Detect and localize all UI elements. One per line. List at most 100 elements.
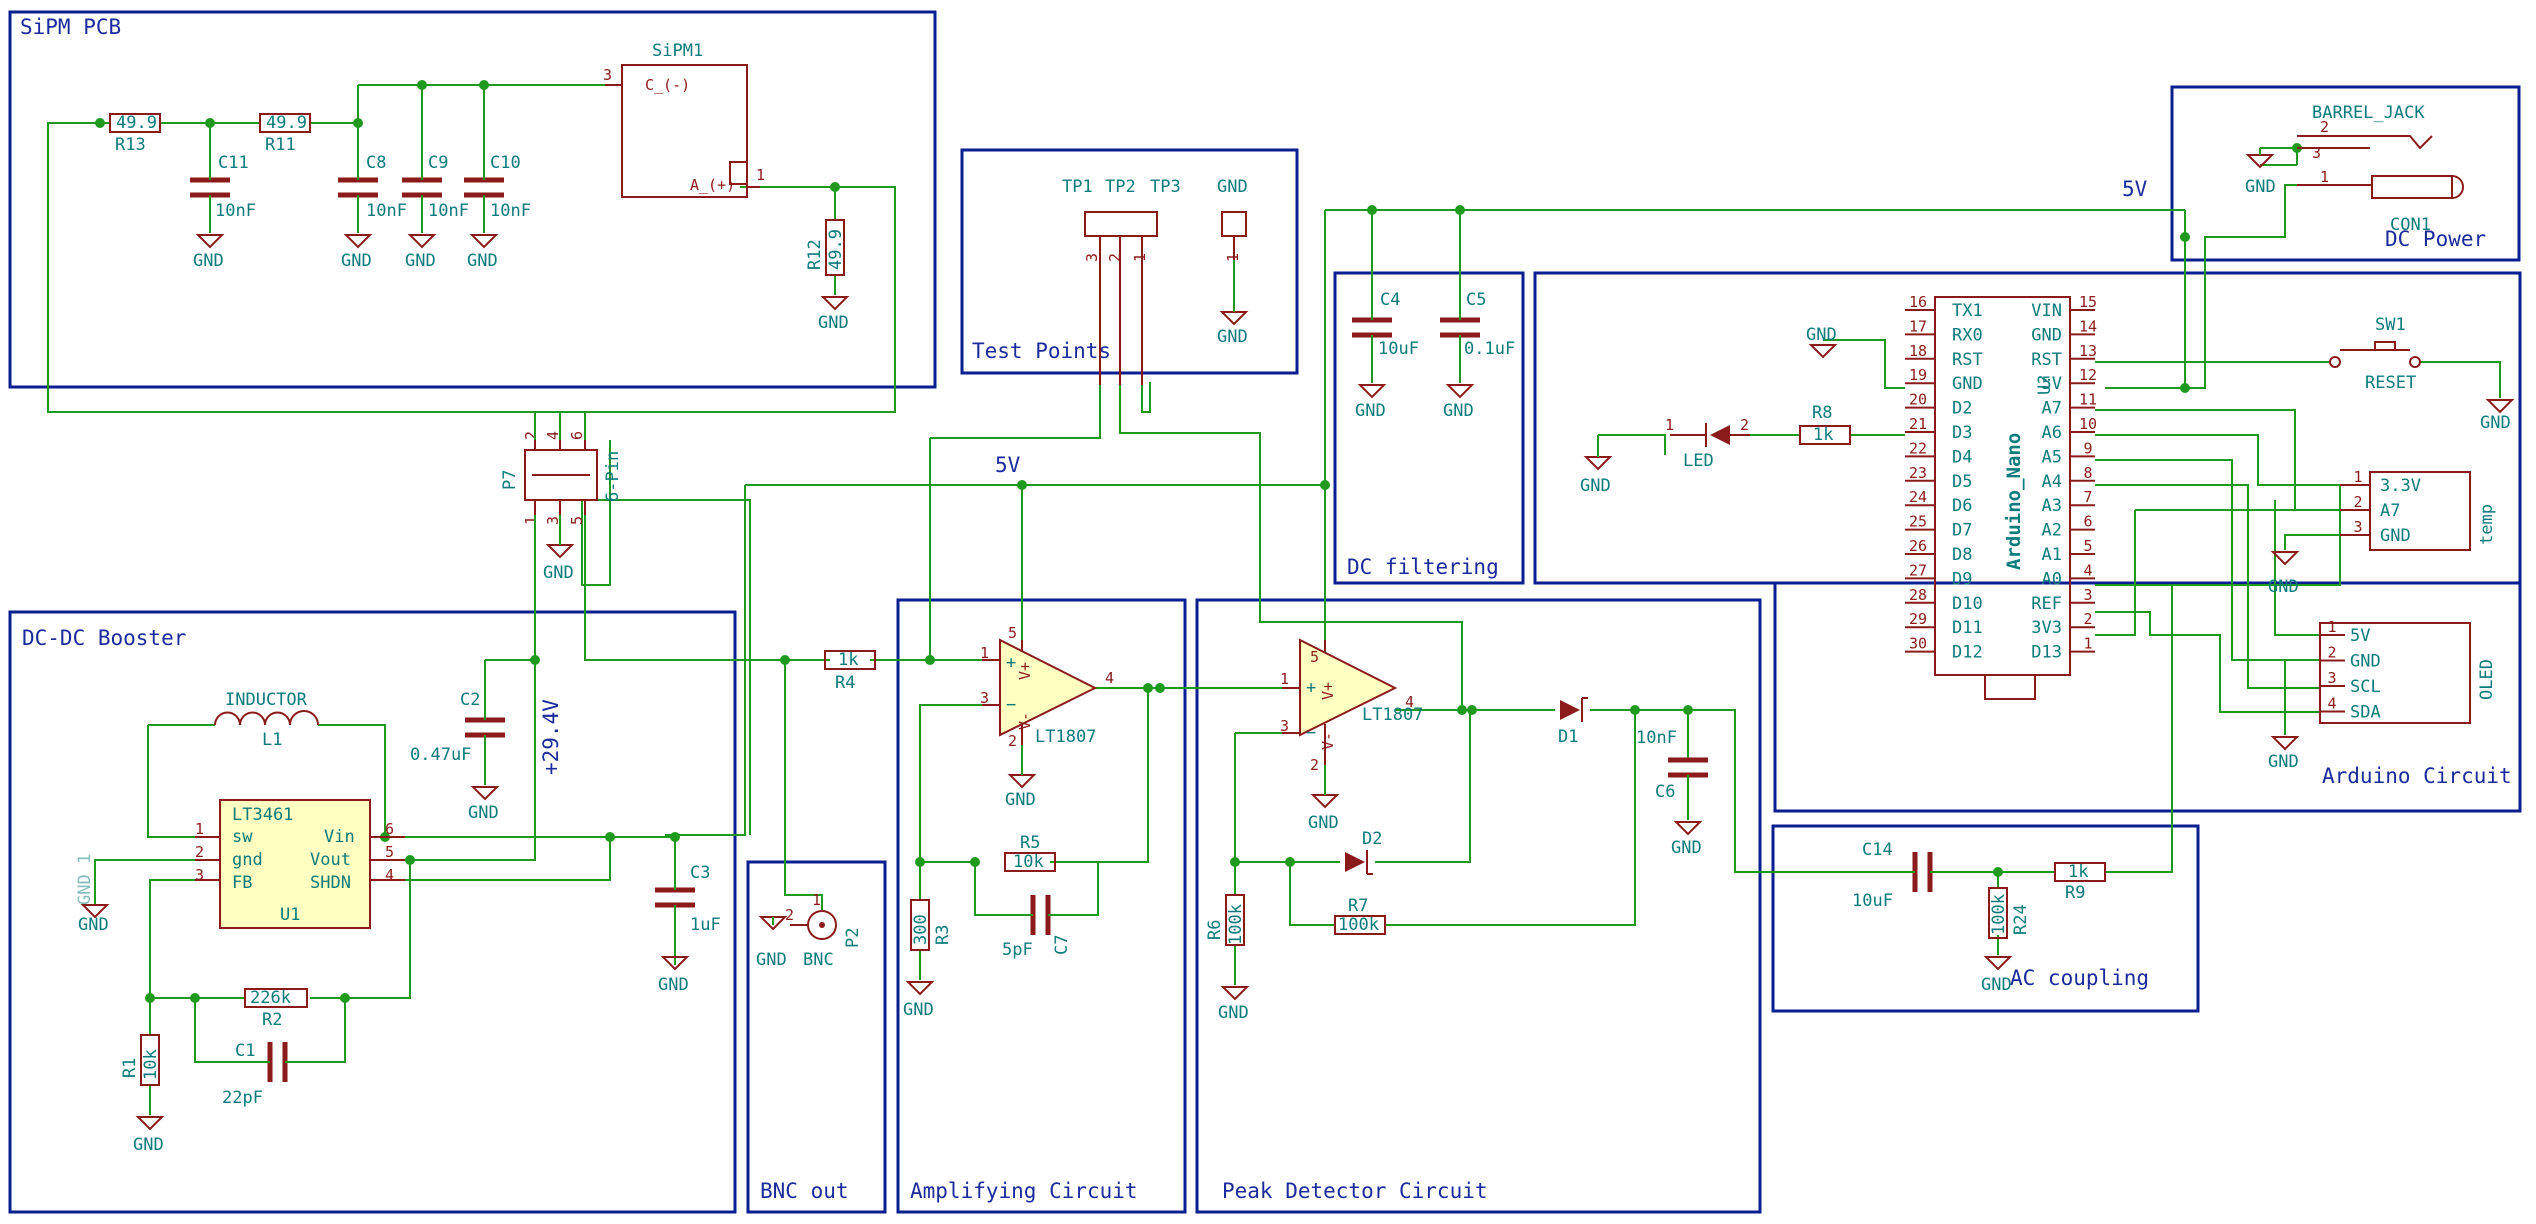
arduino-pin-label: TX1 (1952, 301, 1983, 321)
resistor-r5: 10k R5 (1004, 833, 1056, 872)
opamp1-plus-sign: + (1006, 653, 1016, 673)
temp-pin-number: 3 (2353, 518, 2362, 536)
resistor-r8-value: 1k (1813, 425, 1833, 445)
capacitor-c3-value: 1uF (690, 915, 721, 935)
section-labels: SiPM PCB Test Points DC filtering DC Pow… (20, 15, 2512, 1203)
arduino-pin-number: 1 (2083, 635, 2092, 653)
arduino-pin-label: REF (2031, 594, 2062, 614)
opamp1-pin3: 3 (980, 689, 989, 707)
arduino-pin-number: 4 (2083, 561, 2092, 579)
tp-pin-2: 2 (1106, 253, 1124, 262)
capacitor-c1-value: 22pF (222, 1088, 263, 1108)
p7-pin-6: 6 (568, 431, 586, 440)
capacitor-c6-ref: C6 (1655, 782, 1675, 802)
arduino-pin-label: D12 (1952, 643, 1983, 663)
svg-text:GND: GND (1218, 1003, 1249, 1023)
resistor-r13-ref: R13 (115, 135, 146, 155)
svg-text:GND: GND (78, 915, 109, 935)
capacitor-c2-ref: C2 (460, 690, 480, 710)
capacitor-c3-ref: C3 (690, 863, 710, 883)
inductor-ref: L1 (262, 730, 282, 750)
resistor-r6-value: 100k (1226, 904, 1246, 945)
arduino-pin-number: 19 (1909, 366, 1927, 384)
arduino-pin-label: D13 (2031, 643, 2062, 663)
capacitor-c11-value: 10nF (215, 201, 256, 221)
resistor-r7-ref: R7 (1348, 896, 1368, 916)
gnd-barrel: GND (2245, 148, 2276, 197)
booster-pin2: 2 (195, 843, 204, 861)
arduino-pin-number: 14 (2079, 317, 2097, 335)
capacitor-c8-value: 10nF (366, 201, 407, 221)
gnd-c6: GND (1671, 821, 1703, 858)
arduino-pin-label: A3 (2042, 496, 2062, 516)
arduino-pin-number: 10 (2079, 415, 2097, 433)
resistor-r5-ref: R5 (1020, 833, 1040, 853)
gnd-amp1: GND (1005, 745, 1037, 810)
arduino-pin-label: D4 (1952, 447, 1972, 467)
arduino-pin-number: 2 (2083, 610, 2092, 628)
booster-pin1: 1 (195, 820, 204, 838)
arduino-pin-number: 17 (1909, 317, 1927, 335)
arduino-pin-label: A0 (2042, 569, 2062, 589)
resistor-r12-value: 49.9 (826, 229, 846, 270)
gnd-r6: GND (1218, 986, 1250, 1023)
booster-right-2: SHDN (310, 873, 351, 893)
opamp1-ref: LT1807 (1035, 727, 1096, 747)
arduino-pin-number: 12 (2079, 366, 2097, 384)
arduino-pin-label: A7 (2042, 399, 2062, 419)
capacitors: C11 10nF C8 10nF C9 10nF C10 10nF C4 10u… (190, 153, 1945, 1108)
resistor-r3-value: 300 (911, 914, 931, 945)
sw1-reset: SW1 RESET (2329, 315, 2421, 393)
svg-text:GND: GND (2268, 752, 2299, 772)
arduino-pin-number: 27 (1909, 561, 1927, 579)
gnd-r24: GND (1981, 956, 2013, 995)
capacitor-c14-value: 10uF (1852, 891, 1893, 911)
gnd-c5: GND (1443, 384, 1475, 421)
resistor-r24: 100k R24 (1988, 887, 2031, 939)
bnc-ref: P2 (843, 928, 863, 948)
opamp-2: V+ V- 1 3 4 5 2 LT1807 + − (1280, 638, 1423, 774)
svg-text:GND: GND (1981, 975, 2012, 995)
resistor-r9: 1k R9 (2054, 862, 2106, 903)
p7-pin-5: 5 (568, 516, 586, 525)
svg-text:GND: GND (1355, 401, 1386, 421)
arduino-pin-number: 30 (1909, 635, 1927, 653)
resistor-r9-value: 1k (2068, 862, 2088, 882)
resistor-r2: 226k R2 (244, 988, 308, 1030)
booster-left-2: FB (232, 873, 252, 893)
label-amplifying-circuit: Amplifying Circuit (910, 1179, 1138, 1203)
svg-text:GND: GND (2480, 413, 2511, 433)
sipm1-pin-a: A_(+) (690, 176, 735, 194)
gnd-oled: GND (2268, 736, 2300, 772)
svg-text:GND: GND (658, 975, 689, 995)
capacitor-c7-value: 5pF (1002, 940, 1033, 960)
arduino-pin-number: 25 (1909, 513, 1927, 531)
resistor-r8-ref: R8 (1812, 403, 1832, 423)
capacitor-c6-value: 10nF (1636, 728, 1677, 748)
resistor-r24-ref: R24 (2011, 904, 2031, 935)
capacitor-c6: 10nF C6 (1636, 728, 1708, 820)
arduino-pin-label: D3 (1952, 423, 1972, 443)
arduino-pin-number: 23 (1909, 464, 1927, 482)
test-points: TP1 TP2 TP3 3 2 1 GND 1 (1062, 177, 1248, 385)
svg-text:GND: GND (405, 251, 436, 271)
capacitor-c14-ref: C14 (1862, 840, 1893, 860)
arduino-pin-number: 22 (1909, 439, 1927, 457)
led: LED 1 2 (1665, 416, 1750, 471)
arduino-pin-label: A5 (2042, 447, 2062, 467)
booster-gnd-pin: GND 1 (75, 854, 95, 905)
box-dc-power (2170, 85, 2521, 262)
svg-text:GND: GND (1443, 401, 1474, 421)
booster-u1: LT3461 U1 sw gnd FB Vin Vout SHDN 1 2 3 … (75, 799, 405, 929)
oled-pin-label: GND (2350, 652, 2381, 672)
oled-pin-number: 2 (2327, 644, 2336, 662)
resistor-r3: 300 R3 (910, 899, 953, 951)
arduino-pin-number: 24 (1909, 488, 1927, 506)
opamp2-pin1: 1 (1280, 670, 1289, 688)
arduino-pin-label: RST (2031, 350, 2062, 370)
arduino-pin-number: 28 (1909, 586, 1927, 604)
arduino-pin-number: 9 (2083, 439, 2092, 457)
